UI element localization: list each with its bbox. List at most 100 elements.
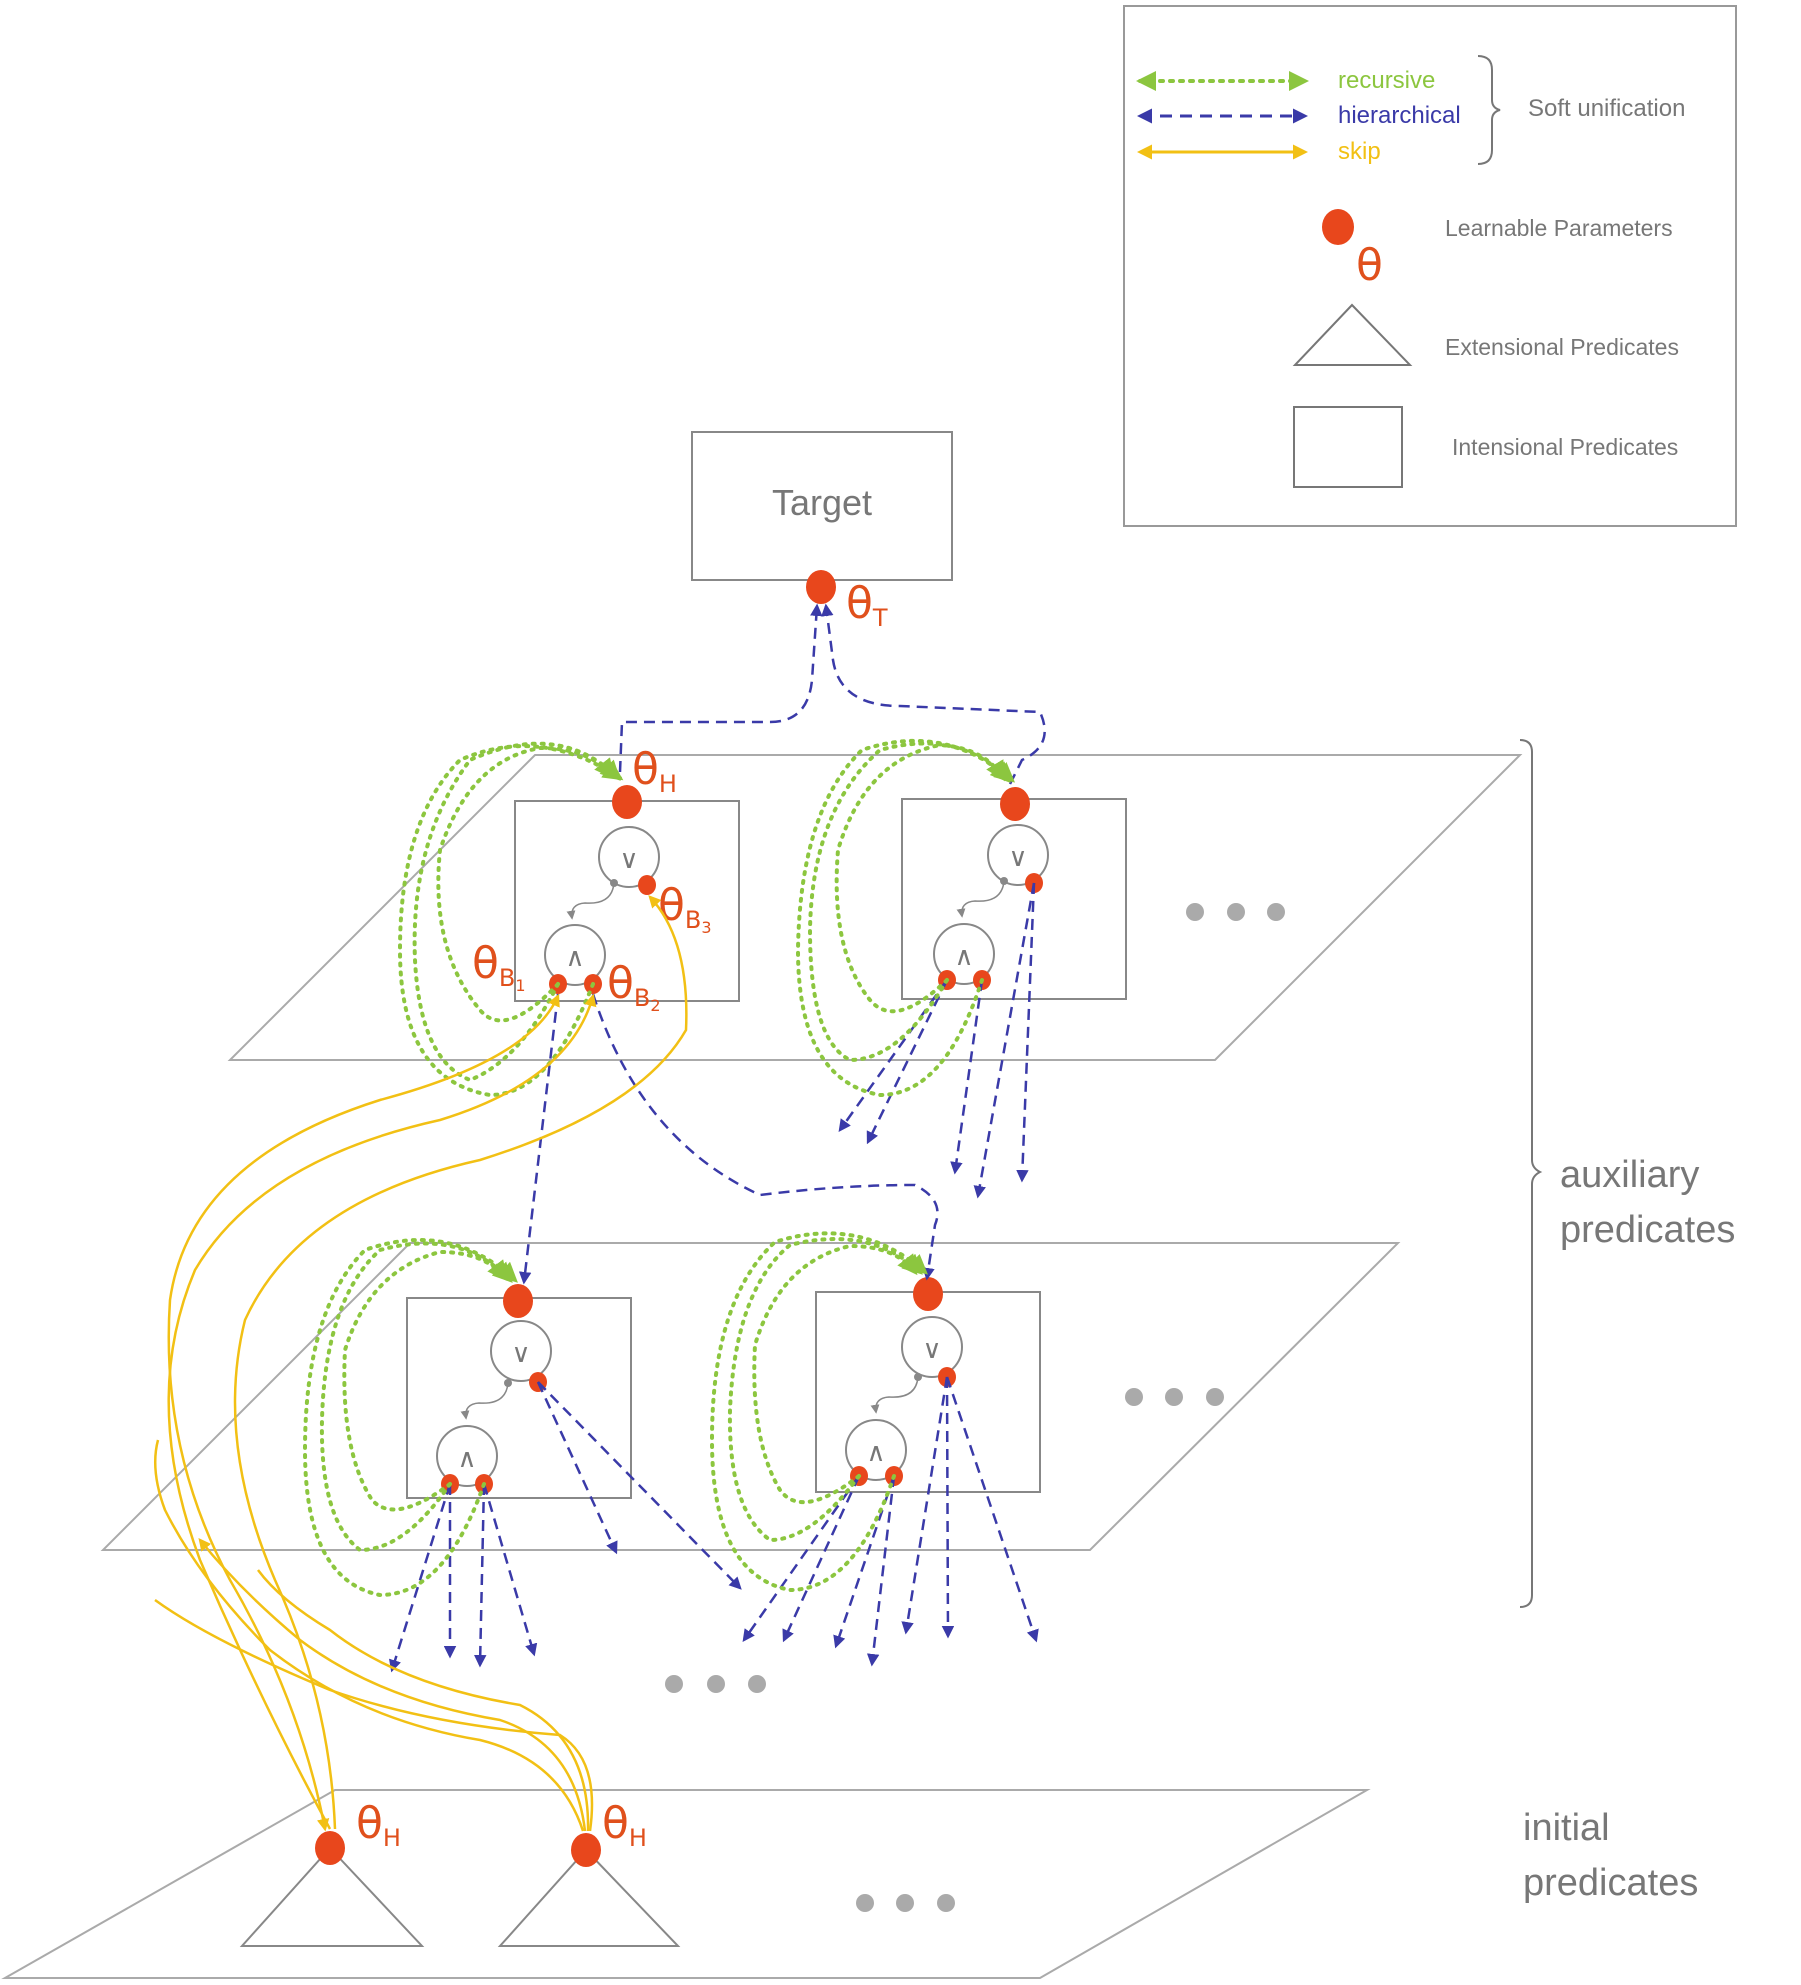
hierarchical-edge [536, 1381, 618, 1555]
legend-triangle-icon [1292, 303, 1413, 366]
initial-parameter-dot [571, 1833, 601, 1867]
or-to-and-link [566, 882, 615, 920]
legend-box [1123, 5, 1737, 527]
aux-plane-top [227, 754, 1523, 1061]
hierarchical-edge [866, 979, 949, 1145]
target-box [691, 431, 953, 581]
target-theta-label: θT [846, 578, 888, 632]
hierarchical-edge [591, 993, 939, 1281]
hierarchical-edge [950, 979, 984, 1175]
recursive-edge [795, 738, 1016, 1098]
initial-parameter-dot [315, 1831, 345, 1865]
initial-label-line1: initial [1523, 1807, 1610, 1849]
target-node: Target θT [691, 431, 953, 632]
legend-learnable-label: Learnable Parameters [1445, 215, 1673, 241]
legend-theta-symbol: θ [1356, 240, 1383, 291]
legend-skip-label: skip [1338, 138, 1381, 165]
ellipsis-dots [665, 903, 1285, 1912]
initial-node-left: θH [239, 1798, 425, 1947]
body3-parameter-dot [638, 875, 656, 895]
or-to-and-link [870, 1376, 919, 1414]
hierarchical-edge [838, 979, 949, 1133]
auxiliary-label-line1: auxiliary [1560, 1154, 1699, 1196]
hierarchical-edge [782, 1475, 861, 1643]
theta-h-label: θH [632, 744, 677, 798]
hierarchical-edge [742, 1475, 861, 1643]
aux-node-top-right: ∨ ∧ [901, 787, 1127, 1000]
hierarchical-edge [821, 603, 1046, 785]
or-symbol: ∨ [619, 844, 638, 874]
hierarchical-edge [833, 1475, 896, 1649]
head-parameter-dot [612, 785, 642, 819]
legend-parameter-dot [1322, 209, 1354, 245]
aux-plane-middle [100, 1242, 1401, 1551]
or-symbol: ∨ [511, 1338, 530, 1368]
hierarchical-edge [473, 1483, 487, 1668]
auxiliary-label-line2: predicates [1560, 1209, 1735, 1251]
extensional-triangle [497, 1848, 681, 1947]
legend-soft-unification-label: Soft unification [1528, 95, 1685, 122]
legend-hierarchical-label: hierarchical [1338, 102, 1461, 129]
aux-node-top-left: ∨ ∧ [514, 785, 740, 1002]
recursive-edge [436, 745, 615, 1023]
hierarchical-edge [537, 1381, 742, 1590]
or-symbol: ∨ [1008, 842, 1027, 872]
skip-edge [233, 895, 688, 1830]
ellipsis-top-plane [1186, 903, 1285, 921]
recursive-edge [709, 1231, 929, 1593]
skip-edge [154, 1598, 594, 1832]
target-label: Target [772, 482, 872, 523]
and-gate [845, 1419, 907, 1481]
ellipsis-middle-plane [1125, 1388, 1224, 1406]
or-to-and-link [956, 880, 1005, 918]
recursive-edge [752, 1243, 918, 1505]
skip-edge [198, 1538, 587, 1832]
skip-edge [167, 993, 560, 1832]
hierarchical-edge [618, 603, 823, 773]
skip-edges [153, 895, 688, 1832]
legend: recursive hierarchical skip Soft unifica… [1123, 5, 1737, 527]
or-gate [987, 824, 1049, 886]
or-gate [901, 1316, 963, 1378]
theta-b1-label: θB1 [472, 938, 526, 995]
aux-node-middle-left: ∨ ∧ [406, 1284, 632, 1499]
recursive-edge [727, 1237, 923, 1543]
initial-node-right: θH [497, 1798, 681, 1947]
ellipsis-initial-plane [856, 1894, 955, 1912]
or-symbol: ∨ [922, 1334, 941, 1364]
hierarchical-edge [389, 1483, 452, 1673]
hierarchical-edge [482, 1483, 538, 1657]
skip-edge [256, 1569, 590, 1832]
recursive-edge [807, 741, 1011, 1063]
auxiliary-brace [1519, 739, 1543, 1608]
head-parameter-dot [1000, 787, 1030, 821]
hierarchical-edge [945, 1376, 1039, 1643]
aux-node-theta-labels: θH θB3 θB1 θB2 [472, 744, 712, 1015]
and-symbol: ∧ [954, 941, 973, 971]
and-symbol: ∧ [866, 1437, 885, 1467]
auxiliary-group: auxiliary predicates [1519, 739, 1735, 1608]
planes [1, 754, 1523, 1979]
aux-node-middle-right: ∨ ∧ [815, 1277, 1041, 1493]
initial-group: initial predicates [1523, 1807, 1698, 1904]
recursive-edge [834, 742, 1006, 1014]
theta-b3-label: θB3 [658, 880, 712, 937]
or-gate [598, 826, 660, 888]
and-gate [933, 923, 995, 985]
and-symbol: ∧ [457, 1443, 476, 1473]
legend-extensional-label: Extensional Predicates [1445, 334, 1679, 360]
legend-brace [1477, 55, 1501, 165]
legend-square-icon [1293, 406, 1403, 488]
hierarchical-edge [866, 1475, 896, 1667]
extensional-triangle [239, 1846, 425, 1947]
ellipsis-between-planes [665, 1675, 766, 1693]
theta-b2-label: θB2 [607, 958, 661, 1015]
initial-label-line2: predicates [1523, 1862, 1698, 1904]
legend-recursive-label: recursive [1338, 67, 1435, 94]
target-parameter-dot [806, 570, 836, 604]
skip-edge [167, 993, 597, 1830]
hierarchical-edge [1016, 882, 1036, 1183]
initial-plane [1, 1789, 1371, 1979]
head-parameter-dot [503, 1284, 533, 1318]
legend-intensional-label: Intensional Predicates [1452, 434, 1678, 460]
